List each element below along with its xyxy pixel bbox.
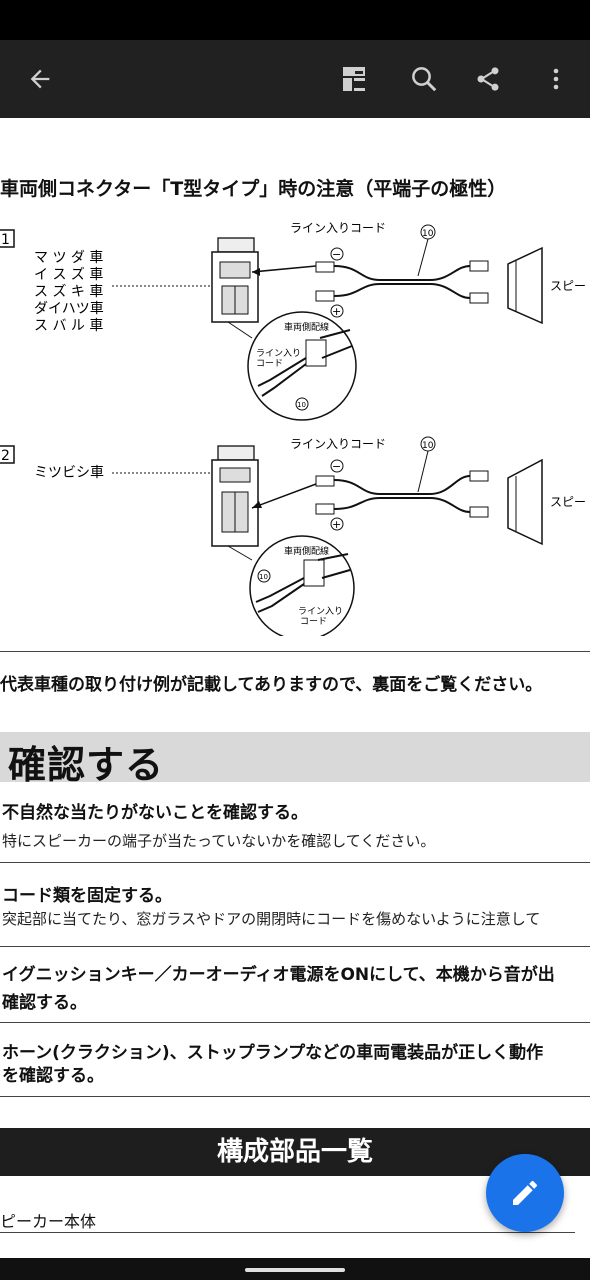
share-icon xyxy=(477,67,499,91)
diagram-number: 2 xyxy=(1,448,10,464)
divider xyxy=(0,946,590,947)
part-number: 10 xyxy=(422,229,434,239)
more-vert-icon xyxy=(553,68,559,90)
speaker-label: スピー xyxy=(550,495,586,509)
check-item-2-sub: 突起部に当てたり、窓ガラスやドアの開閉時にコードを傷めないように注意して xyxy=(2,910,541,928)
maker-suzuki: ス ズ キ 車 xyxy=(34,283,103,300)
line-cord-label: ライン入りコード xyxy=(290,437,386,451)
minus-sign: − xyxy=(332,460,341,473)
search-button[interactable] xyxy=(396,40,452,118)
search-icon xyxy=(412,67,437,92)
inset-part-number: 10 xyxy=(297,401,306,409)
divider xyxy=(0,1232,575,1233)
vehicle-wire-label: 車両側配線 xyxy=(284,321,329,333)
status-bar xyxy=(0,0,590,40)
check-item-2-heading: コード類を固定する。 xyxy=(2,886,172,906)
back-button[interactable] xyxy=(12,40,68,118)
wiring-diagram-2: 2 ミツビシ車 ライン入りコード 10 − + スピー 車両側配線 xyxy=(0,436,586,636)
parts-section-title: 構成部品一覧 xyxy=(216,1137,373,1167)
minus-sign: − xyxy=(332,248,341,261)
inset-part-number: 10 xyxy=(259,573,268,581)
document-page[interactable]: 車両側コネクター「T型タイプ」時の注意（平端子の極性） 1 マ ツ ダ 車 イ … xyxy=(0,118,590,1258)
maker-daihatsu: ダイハツ車 xyxy=(34,300,104,317)
more-options-button[interactable] xyxy=(528,40,584,118)
inset-line-cord-2: コード xyxy=(300,617,327,627)
check-item-3-sub: 確認する。 xyxy=(2,993,87,1013)
inset-line-cord-1: ライン入り xyxy=(298,606,343,617)
inset-line-cord-2: コード xyxy=(256,359,283,369)
edit-fab-button[interactable] xyxy=(486,1154,564,1232)
plus-sign: + xyxy=(332,305,341,318)
divider xyxy=(0,651,590,652)
part-number: 10 xyxy=(422,441,434,451)
arrow-left-icon xyxy=(30,69,50,89)
maker-mitsubishi: ミツビシ車 xyxy=(34,464,104,481)
maker-isuzu: イ ス ズ 車 xyxy=(34,266,103,283)
check-item-4-sub: を確認する。 xyxy=(2,1066,104,1086)
check-section-title: 確認する xyxy=(8,743,165,787)
check-item-1-heading: 不自然な当たりがないことを確認する。 xyxy=(2,803,308,823)
plus-sign: + xyxy=(332,518,341,531)
vehicle-wire-label: 車両側配線 xyxy=(284,545,329,557)
share-button[interactable] xyxy=(460,40,516,118)
diagram-number: 1 xyxy=(1,232,10,248)
parts-item-speaker: ピーカー本体 xyxy=(0,1212,97,1231)
edit-pencil-icon xyxy=(513,1180,537,1205)
reader-mode-icon xyxy=(343,67,365,91)
wiring-diagram-1: 1 マ ツ ダ 車 イ ス ズ 車 ス ズ キ 車 ダイハツ車 ス バ ル 車 … xyxy=(0,221,586,421)
note-text: 代表車種の取り付け例が記載してありますので、裏面をご覧ください。 xyxy=(0,675,543,695)
app-bar xyxy=(0,40,590,118)
inset-line-cord-1: ライン入り xyxy=(256,348,301,359)
divider xyxy=(0,1096,590,1097)
parts-section-band xyxy=(0,1128,590,1176)
speaker-label: スピー xyxy=(550,279,586,293)
check-section-band xyxy=(0,732,590,782)
maker-mazda: マ ツ ダ 車 xyxy=(34,249,103,266)
divider xyxy=(0,1022,590,1023)
check-item-4-heading: ホーン(クラクション)、ストップランプなどの車両電装品が正しく動作 xyxy=(2,1043,544,1063)
reader-mode-button[interactable] xyxy=(326,40,382,118)
home-gesture-handle[interactable] xyxy=(245,1268,345,1272)
section-title: 車両側コネクター「T型タイプ」時の注意（平端子の極性） xyxy=(0,178,507,200)
maker-subaru: ス バ ル 車 xyxy=(34,317,103,334)
check-item-3-heading: イグニッションキー／カーオーディオ電源をONにして、本機から音が出 xyxy=(2,965,555,985)
check-item-1-sub: 特にスピーカーの端子が当たっていないかを確認してください。 xyxy=(2,832,436,850)
line-cord-label: ライン入りコード xyxy=(290,221,386,235)
divider xyxy=(0,862,590,863)
